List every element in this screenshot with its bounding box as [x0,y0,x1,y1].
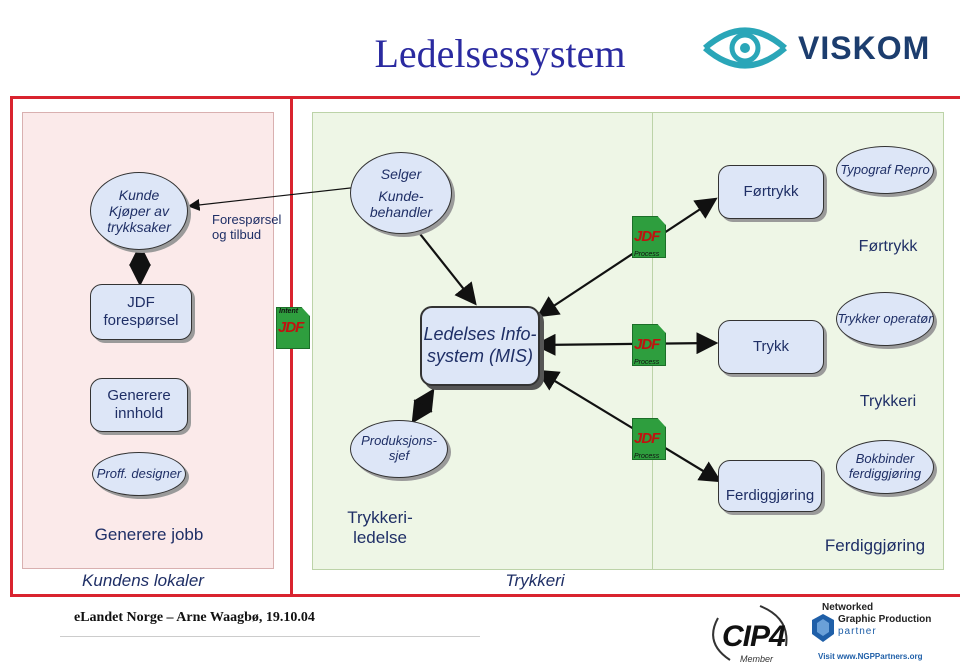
fortrykk-box[interactable]: Førtrykk [718,165,824,219]
viskom-logo: VISKOM [700,18,940,78]
cip4-text: CIP4 [722,620,786,653]
ferdiggjoring-box[interactable]: Ferdiggjøring [718,460,822,512]
proff-designer-oval[interactable]: Proff. designer [92,452,186,496]
kundens-lokaler-label: Kundens lokaler [82,571,204,590]
selger-label: Selger [380,165,422,182]
kundebehandler-label: Kunde-behandler [369,187,433,221]
trykkeri-label: Trykkeri [859,393,917,410]
fortrykk-label: Førtrykk [858,238,918,255]
jdf-process-icon-fortrykk: JDF Process [632,216,668,260]
viskom-logo-text: VISKOM [798,30,931,66]
jdf-process-icon-ferdig: JDF Process [632,418,668,462]
cip4-swoosh-icon [712,605,788,661]
cip4-logo: CIP4 Member [700,598,800,668]
kunde-label: Kunde [118,186,160,203]
jdf-process-icon-trykk: JDF Process [632,324,668,368]
kjoper-label: Kjøper av trykksaker [107,202,171,236]
jdf-foresporsel-box[interactable]: JDF forespørsel [90,284,192,340]
cip4-member-text: Member [740,654,774,664]
typograf-repro-oval[interactable]: Typograf Repro [836,146,934,194]
ngp-line1: Networked [822,602,874,613]
foresporsel-tilbud-label: Forespørsel og tilbud [212,212,282,242]
jdf-intent-icon: Intent JDF [276,307,312,351]
page-title: Ledelsessystem [374,31,626,76]
mis-box[interactable]: Ledelses Info-system (MIS) [420,306,540,386]
trykker-operator-oval[interactable]: Trykker operatør [836,292,934,346]
generere-innhold-box[interactable]: Generere innhold [90,378,188,432]
bottom-rule-line [10,594,960,597]
bokbinder-oval[interactable]: Bokbinder ferdiggjøring [836,440,934,494]
ferdiggjoring-label: Ferdiggjøring [824,536,926,555]
ngp-logo: Networked Graphic Production partner Vis… [812,602,958,668]
selger-oval[interactable]: Selger Kunde-behandler [350,152,452,234]
eye-logo-icon [703,27,787,69]
trykkeriledelse-label: Trykkeri-ledelse [347,508,413,547]
ngp-shield-icon [812,614,834,642]
kunde-oval[interactable]: Kunde Kjøper av trykksaker [90,172,188,250]
ngp-url[interactable]: Visit www.NGPPartners.org [818,652,923,661]
footer-rule [60,636,480,637]
trykkeri-zone-label: Trykkeri [505,571,565,590]
top-rule-line [10,96,960,99]
left-border-line [10,96,13,596]
trykk-box[interactable]: Trykk [718,320,824,374]
ngp-line2: Graphic Production [838,614,932,625]
ngp-line3: partner [838,626,877,637]
produksjonssjef-oval[interactable]: Produksjons-sjef [350,420,448,478]
generere-jobb-label: Generere jobb [94,525,204,544]
footer-text: eLandet Norge – Arne Waagbø, 19.10.04 [74,610,315,625]
